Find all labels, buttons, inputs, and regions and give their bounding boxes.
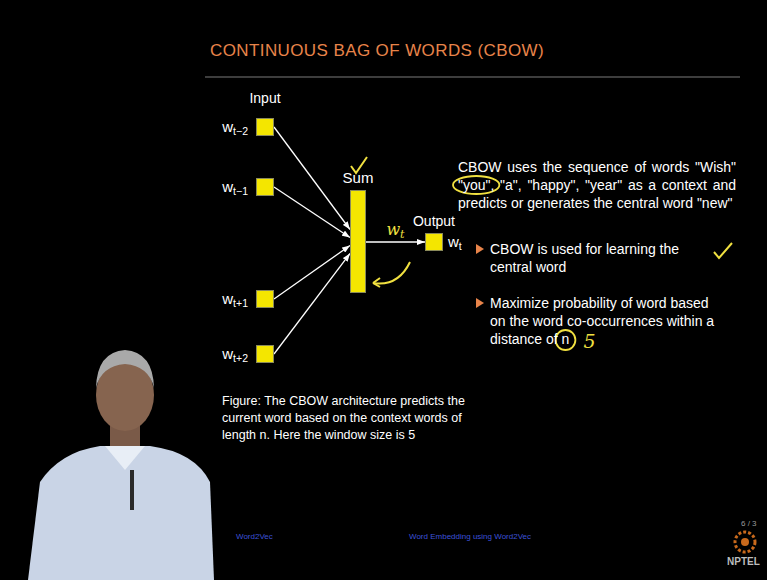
symbol-base: w (222, 118, 233, 135)
input-symbol: wt+2 (222, 346, 248, 363)
symbol-base: w (386, 220, 400, 239)
logo-gear (735, 532, 755, 552)
hand-checkmark (714, 243, 732, 258)
input-word-box: wt+1 (256, 290, 274, 308)
input-word-box: wt+2 (256, 345, 274, 363)
connector-arrow (274, 127, 350, 230)
output-symbol: wt (448, 234, 462, 251)
lecturer-hair (96, 350, 154, 388)
logo-text: NPTEL (727, 556, 760, 569)
input-symbol: wt−1 (222, 179, 248, 196)
footer-text: Word Embedding using Word2Vec (380, 532, 560, 542)
sum-label: Sum (343, 170, 374, 187)
hand-note: 5 (583, 329, 595, 353)
symbol-base: w (222, 345, 233, 362)
input-symbol: wt+1 (222, 291, 248, 308)
symbol-base: w (222, 178, 233, 195)
body-text: CBOW uses the sequence of words "Wish" "… (458, 158, 736, 212)
page-number: 6 / 3 (741, 519, 757, 529)
title-rule (205, 76, 740, 77)
input-word-box: wt−1 (256, 178, 274, 196)
lecturer-collar (105, 446, 145, 470)
sum-bar: Sum (350, 190, 366, 293)
symbol-subscript: t−1 (233, 185, 248, 197)
nptel-logo (735, 532, 755, 552)
symbol-subscript: t−2 (233, 125, 248, 137)
symbol-subscript: t (400, 228, 405, 241)
symbol-subscript: t+1 (233, 297, 248, 309)
figure-caption: Figure: The CBOW architecture predicts t… (222, 393, 467, 444)
hand-note: wt (385, 220, 405, 240)
connector-arrow (274, 254, 350, 355)
slide-title: CONTINUOUS BAG OF WORDS (CBOW) (210, 40, 544, 62)
output-label: Output (413, 214, 455, 229)
input-symbol: wt−2 (222, 119, 248, 136)
bullet-text: Maximize probability of word based on th… (490, 294, 718, 348)
hand-arrowhead (373, 278, 380, 287)
output-word-box: Outputwt (425, 233, 443, 251)
connector-arrow (274, 246, 350, 300)
bullet-text: CBOW is used for learning the central wo… (490, 240, 712, 276)
bullet-marker (476, 298, 484, 308)
symbol-base: w (222, 290, 233, 307)
symbol-subscript: t (459, 240, 462, 252)
connector-arrow (366, 241, 425, 242)
lecturer-microphone (130, 470, 134, 510)
logo-hub (741, 538, 749, 546)
lecturer-shirt (28, 446, 214, 580)
input-word-box: wt−2 (256, 118, 274, 136)
symbol-base: w (448, 233, 459, 250)
footer-text: Word2Vec (236, 532, 273, 542)
lecturer-figure (28, 350, 214, 580)
input-heading: Input (240, 90, 290, 108)
symbol-subscript: t+2 (233, 352, 248, 364)
bullet-marker (476, 244, 484, 254)
connector-arrow (274, 187, 350, 238)
hand-arrow (373, 262, 410, 284)
